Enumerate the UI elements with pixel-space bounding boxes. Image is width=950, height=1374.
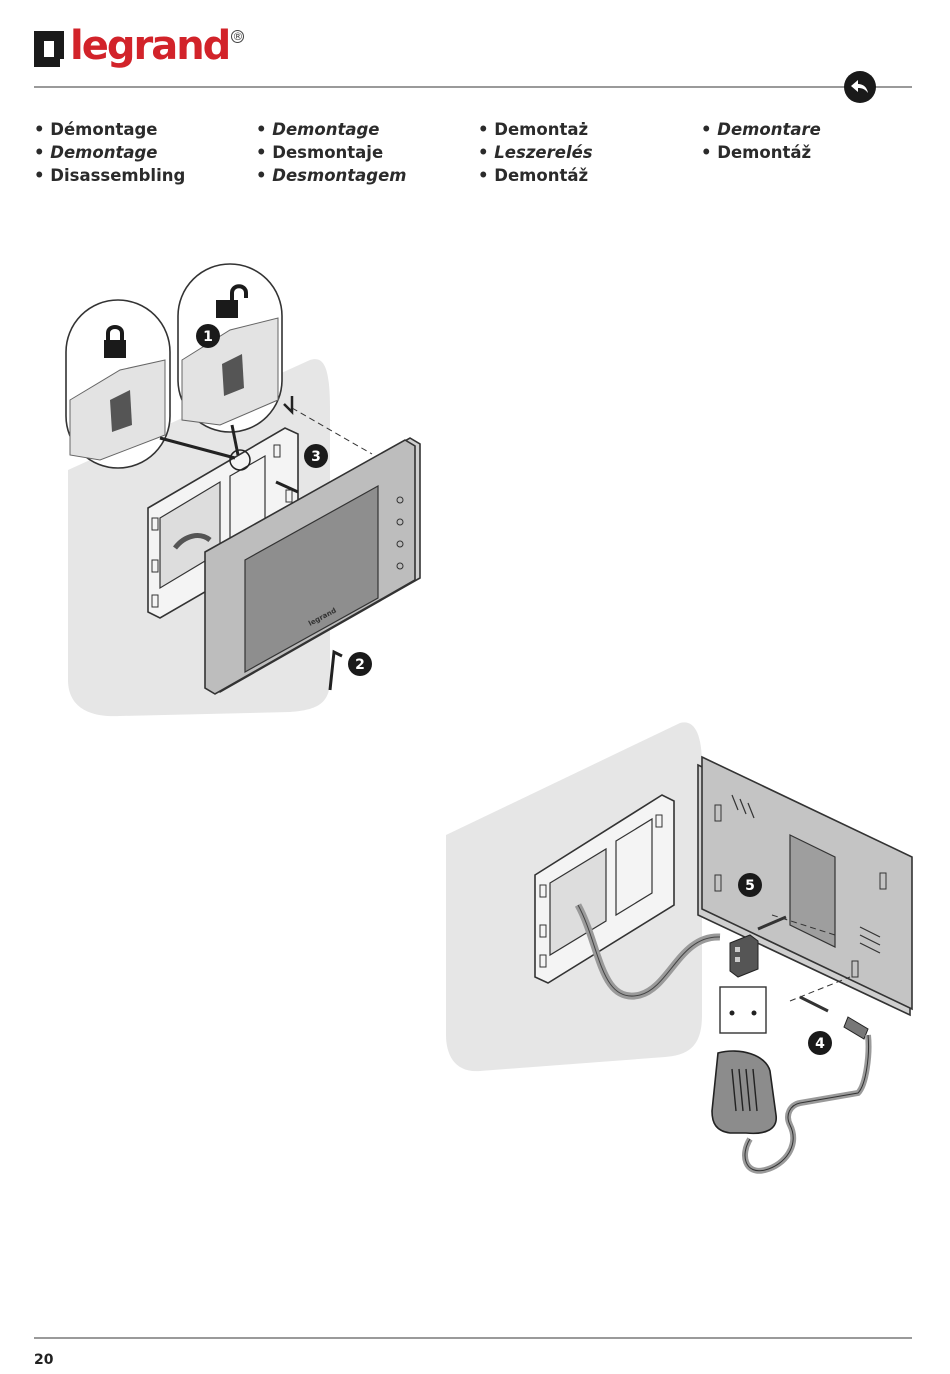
- arrow-icon: [283, 396, 294, 416]
- lock-open-icon: [216, 284, 248, 318]
- heading-es: • Desmontaje: [256, 143, 384, 162]
- legrand-logo: legrand ®: [34, 23, 245, 76]
- lift-arrow-icon: [328, 649, 343, 691]
- svg-text:4: 4: [815, 1036, 825, 1052]
- language-column-3: • Demontaż • Leszerelés • Demontáž: [478, 118, 698, 187]
- monitor-device: [204, 437, 421, 695]
- heading-pl: • Demontaż: [478, 120, 589, 139]
- heading-cz: • Demontáž: [478, 166, 589, 185]
- plug-socket-card: [719, 986, 767, 1034]
- back-arrow-icon: [851, 80, 868, 93]
- latch-circle: [229, 449, 251, 471]
- footer-rule: [34, 1337, 912, 1339]
- step-badge-3: 3: [304, 444, 328, 468]
- heading-nl: • Demontage: [34, 143, 158, 162]
- heading-pt: • Desmontagem: [256, 166, 407, 185]
- guide-line: [291, 407, 373, 455]
- brand-name: legrand: [70, 23, 231, 69]
- heading-hu: • Leszerelés: [478, 143, 593, 162]
- page-number: 20: [34, 1352, 54, 1368]
- svg-text:2: 2: [355, 657, 365, 673]
- language-column-1: • Démontage • Demontage • Disassembling: [34, 118, 254, 187]
- svg-text:3: 3: [311, 449, 321, 465]
- header-rule: [34, 86, 912, 88]
- legrand-logo-mark-icon: [34, 31, 64, 67]
- heading-sk: • Demontáž: [701, 143, 812, 162]
- monitor-screen: [244, 484, 379, 674]
- step-badge-5: 5: [738, 873, 762, 897]
- dc-jack: [742, 1016, 872, 1174]
- language-column-2: • Demontage • Desmontaje • Desmontagem: [256, 118, 476, 187]
- power-supply: [711, 1050, 777, 1135]
- terminal-block: [729, 934, 759, 978]
- heading-en: • Disassembling: [34, 166, 186, 185]
- guide-line: [789, 976, 851, 1002]
- lock-closed-icon: [104, 325, 126, 358]
- figure-disassembly-monitor: legrand 1 2 3: [65, 263, 421, 717]
- heading-fr: • Démontage: [34, 120, 158, 139]
- bus-cable-outline: [577, 904, 721, 997]
- detail-lock-closed: [65, 299, 171, 469]
- svg-text:5: 5: [745, 878, 755, 894]
- step-badge-2: 2: [348, 652, 372, 676]
- monitor-rear: [697, 755, 913, 1017]
- wall-plate: [534, 794, 675, 984]
- language-column-4: • Demontare • Demontáž: [701, 118, 921, 164]
- figure-disconnect-power: 4 5: [446, 722, 913, 1174]
- arrow-icon: [275, 480, 299, 494]
- step-badge-4: 4: [808, 1031, 832, 1055]
- detail-lock-open: [177, 263, 283, 433]
- heading-de: • Demontage: [256, 120, 380, 139]
- back-button[interactable]: [844, 71, 876, 103]
- arrow-icon: [799, 995, 829, 1013]
- arrow-icon: [757, 915, 787, 931]
- connector-panel: [789, 834, 836, 948]
- svg-text:1: 1: [203, 329, 213, 345]
- registered-mark: ®: [231, 30, 245, 43]
- heading-ro: • Demontare: [701, 120, 821, 139]
- step-badge-1: 1: [196, 324, 220, 348]
